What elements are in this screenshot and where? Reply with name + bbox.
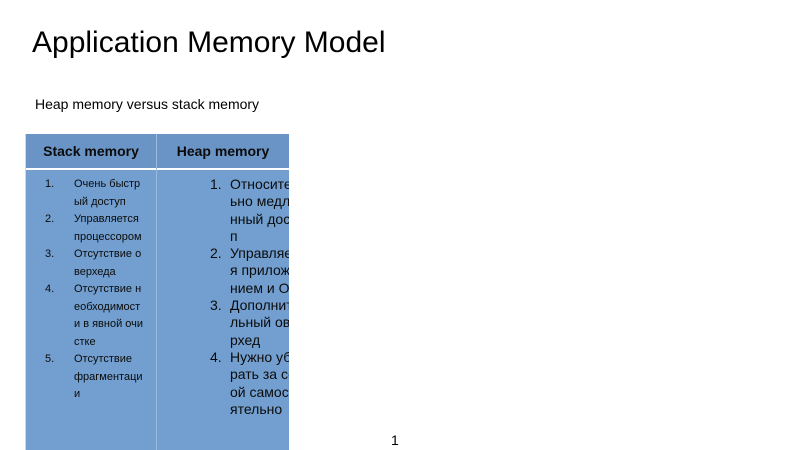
list-item-text: Управляется приложением и ОС — [230, 245, 289, 296]
heap-memory-list: 1. Относительно медленный доступ 2. Упра… — [157, 176, 289, 418]
stack-memory-header: Stack memory — [43, 143, 139, 159]
list-number: 3. — [45, 248, 55, 260]
list-number: 2. — [210, 245, 222, 262]
list-number: 2. — [45, 213, 55, 225]
heap-list-item: 3. Дополнительный оверхед — [157, 297, 289, 349]
page-number: 1 — [391, 432, 399, 448]
stack-list-item: 4. Отсутствие необходимости в явной очис… — [26, 281, 144, 351]
list-item-text: Нужно убирать за собой самостоятельно — [230, 348, 289, 417]
table-header-row: Stack memory Heap memory — [26, 134, 289, 170]
list-number: 4. — [210, 348, 222, 365]
heap-list-item: 1. Относительно медленный доступ — [157, 176, 289, 245]
slide-title: Application Memory Model — [32, 26, 386, 59]
stack-list-item: 2. Управляется процессором — [26, 211, 144, 246]
slide-subtitle: Heap memory versus stack memory — [35, 96, 260, 112]
list-item-text: Отсутствие оверхеда — [74, 248, 142, 278]
list-item-text: Отсутствие фрагментации — [74, 353, 143, 400]
heap-list-item: 4. Нужно убирать за собой самостоятельно — [157, 349, 289, 418]
list-item-text: Очень быстрый доступ — [74, 178, 141, 208]
list-item-text: Дополнительный оверхед — [230, 297, 289, 348]
list-item-text: Относительно медленный доступ — [230, 176, 289, 244]
stack-list-item: 1. Очень быстрый доступ — [26, 176, 144, 211]
heap-memory-header: Heap memory — [176, 143, 270, 159]
list-item-text: Отсутствие необходимости в явной очистке — [74, 283, 144, 348]
list-number: 3. — [210, 297, 222, 314]
heap-list-item: 2. Управляется приложением и ОС — [157, 245, 289, 297]
column-divider — [156, 134, 157, 450]
list-number: 1. — [210, 176, 222, 192]
list-number: 1. — [45, 178, 55, 190]
stack-list-item: 5. Отсутствие фрагментации — [26, 351, 144, 404]
list-number: 4. — [45, 283, 55, 295]
stack-list-item: 3. Отсутствие оверхеда — [26, 246, 144, 281]
comparison-table: Stack memory Heap memory 1. Очень быстры… — [25, 134, 289, 450]
stack-memory-list: 1. Очень быстрый доступ 2. Управляется п… — [26, 176, 156, 404]
list-number: 5. — [45, 353, 55, 365]
list-item-text: Управляется процессором — [74, 213, 142, 243]
